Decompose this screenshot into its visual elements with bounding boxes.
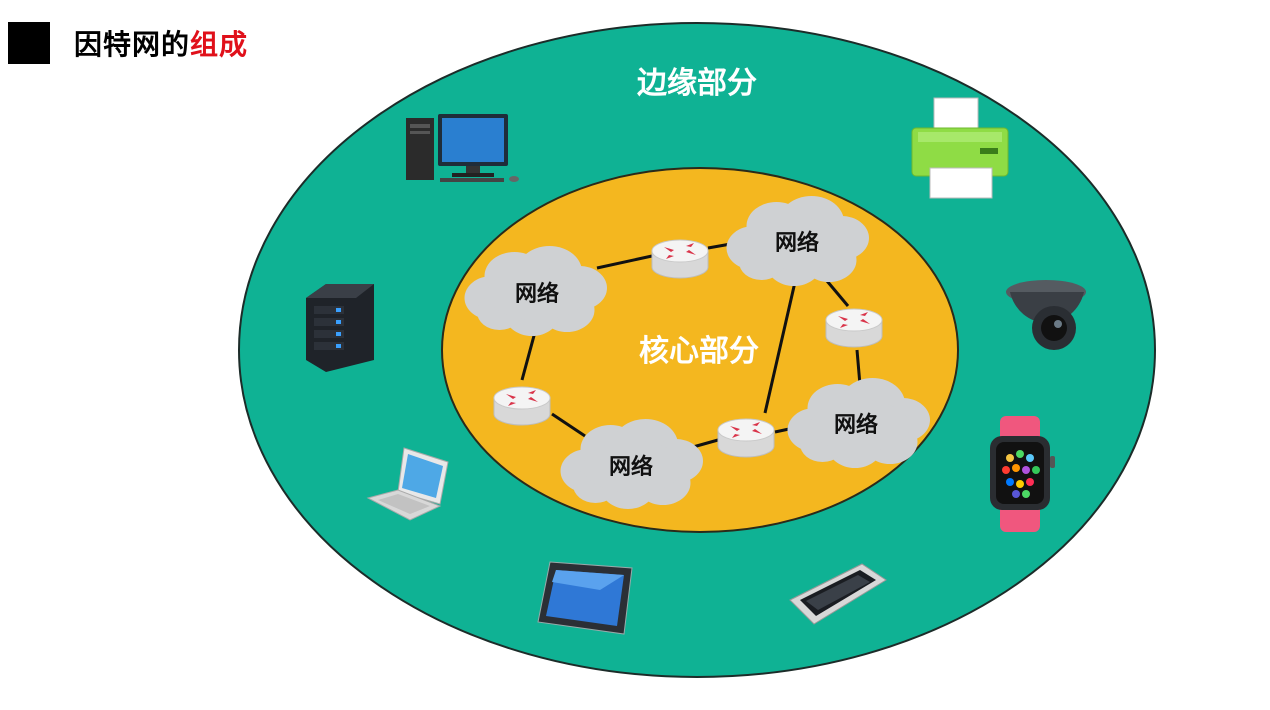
core-zone-label: 核心部分 xyxy=(639,334,759,369)
link xyxy=(692,438,719,449)
network-label: 网络 xyxy=(609,454,653,480)
server-icon xyxy=(306,284,374,372)
link xyxy=(596,254,653,270)
title-highlight: 组成 xyxy=(190,28,249,61)
link xyxy=(551,412,586,438)
desktop-computer-icon xyxy=(406,114,519,182)
network-label: 网络 xyxy=(515,281,559,307)
slide-title: 因特网的组成 xyxy=(8,22,248,64)
title-prefix: 因特网的 xyxy=(74,28,191,61)
printer-icon xyxy=(911,97,1009,199)
router xyxy=(651,239,709,279)
tablet-icon xyxy=(537,561,633,635)
smartwatch-icon xyxy=(990,416,1055,532)
network-label: 网络 xyxy=(834,412,878,438)
router xyxy=(825,308,883,348)
core-links xyxy=(520,240,862,449)
edge-zone-label: 边缘部分 xyxy=(637,66,757,101)
title-marker xyxy=(8,22,50,64)
smartphone-icon xyxy=(789,563,887,625)
title-text: 因特网的组成 xyxy=(74,23,248,63)
network-label: 网络 xyxy=(775,230,819,256)
link xyxy=(763,281,797,414)
link xyxy=(855,349,862,386)
router xyxy=(493,386,551,426)
link xyxy=(520,331,537,381)
laptop-icon xyxy=(366,447,449,521)
router xyxy=(717,418,775,458)
security-camera-icon xyxy=(1006,280,1086,350)
